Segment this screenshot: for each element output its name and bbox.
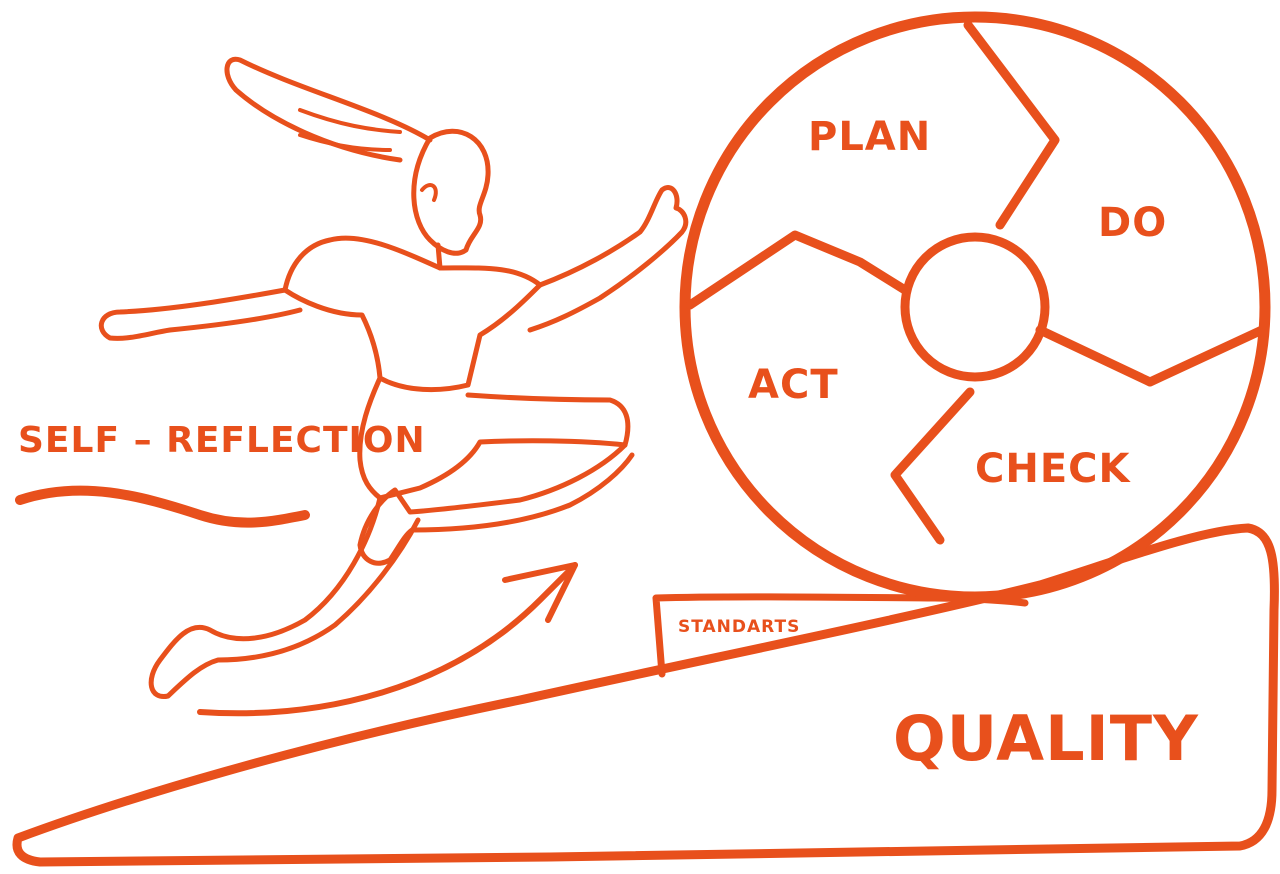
pdca-wheel (679, 11, 1271, 603)
do-label: DO (1098, 200, 1167, 246)
standards-label: STANDARTS (678, 617, 800, 637)
quality-ramp (12, 523, 1279, 867)
motion-brush-strokes (15, 485, 578, 717)
check-label: CHECK (975, 446, 1132, 492)
self-reflection-label: SELF – REFLECTION (18, 420, 426, 461)
running-woman-illustration (98, 56, 689, 699)
act-label: ACT (748, 362, 839, 408)
plan-label: PLAN (808, 114, 931, 160)
quality-label: QUALITY (893, 702, 1199, 775)
